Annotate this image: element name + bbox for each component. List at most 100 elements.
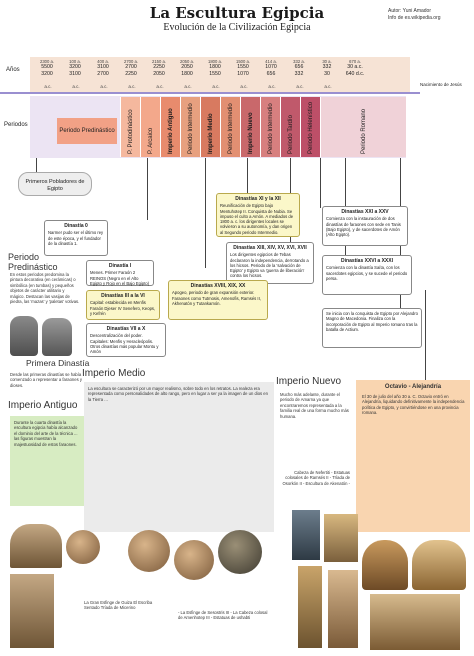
dinastia-21-25-box: Dinastías XXI a XXV Comienza con la inst… — [322, 206, 408, 246]
ac-label: a.c. — [72, 84, 80, 89]
year-top-label: 2050 a. — [180, 59, 194, 64]
alejandro-box: Se inicia con la conquista de Egipto por… — [322, 308, 422, 348]
amenhotep-image — [174, 540, 214, 580]
dinastia-13-17-title: Dinastías XIII, XIV, XV, XVI, XVII — [233, 245, 307, 251]
scribe-image — [66, 530, 100, 564]
ac-label: a.c. — [128, 84, 136, 89]
period-label: P. Protodinástico — [127, 109, 134, 154]
year-value: 2050 — [181, 64, 193, 71]
narmer-palette-image — [10, 316, 38, 356]
year-top-label: 414 a. — [265, 59, 277, 64]
year-value: 3100 — [69, 70, 81, 77]
period-column: Periodo Intermedio — [260, 97, 280, 157]
year-value: 30 — [324, 70, 330, 77]
alejandro-text: Se inicia con la conquista de Egipto por… — [326, 311, 418, 332]
period-column: Periodo Intermedio — [180, 97, 200, 157]
period-column: Imperio Nuevo — [240, 97, 260, 157]
period-label: Imperio Medio — [207, 113, 214, 154]
year-top-label: 400 a. — [97, 59, 109, 64]
dinastia-0-text: Narmer pudo ser el último rey de este ép… — [48, 230, 104, 246]
year-value: 640 d.c. — [345, 70, 365, 77]
dinastia-26-31-text: Comienza con la dinastía Saíta, con los … — [326, 265, 408, 281]
imperio-nuevo-text: Mucho más adelante, durante el periodo d… — [280, 392, 349, 419]
imperio-antiguo-text: Durante la cuarta dinastía la escultura … — [14, 420, 78, 447]
page-title: La Escultura Egipcia — [149, 4, 325, 22]
period-column: Periodo Helenístico — [300, 97, 320, 157]
giza-caption: La Gran Esfinge de Guiza El Escriba Sent… — [84, 600, 153, 611]
dinastia-7-10-title: Dinastías VII a X — [106, 326, 146, 332]
ac-label: a.c. — [268, 84, 276, 89]
sphinx-image — [10, 524, 62, 568]
primera-dinastia-text: Desde las primeras dinastías se había co… — [10, 372, 82, 388]
dinastia-3-6-text: Capital: establecida en Menfis Faraón Dj… — [90, 300, 156, 316]
connector-line — [36, 158, 37, 178]
dinastia-7-10-text: Descentralización del poder. Capitales: … — [90, 333, 159, 354]
period-column: Periodo Romano — [320, 97, 406, 157]
connector-line — [147, 158, 148, 220]
octavio-title: Octavio - Alejandría — [384, 384, 442, 390]
primeros-label: Primeros Pobladores de Egipto — [25, 179, 85, 192]
dinastia-26-31-box: Dinastías XXVI a XXXI Comienza con la di… — [322, 255, 412, 295]
dinastia-1-text: Menes. Primer Faraón 2 REINOS (Negro en … — [90, 270, 150, 286]
year-value: 3200 — [41, 70, 53, 77]
year-top-label: 100 a. — [69, 59, 81, 64]
year-value: 2250 — [153, 64, 165, 71]
period-label: Periodo Intermedio — [227, 103, 234, 154]
year-value: 656 — [266, 70, 276, 77]
connector-line — [425, 290, 426, 380]
dinastia-21-25-text: Comienza con la instauración de dos dina… — [326, 216, 401, 237]
dinastia-7-10-box: Dinastías VII a X Descentralización del … — [86, 323, 166, 357]
imperio-nuevo-heading: Imperio Nuevo — [276, 376, 342, 387]
year-value: 1550 — [237, 64, 249, 71]
ac-label: a.c. — [44, 84, 52, 89]
year-value: 1800 — [181, 70, 193, 77]
roman-head-image — [362, 540, 408, 590]
dinastia-26-31-title: Dinastías XXVI a XXXI — [341, 258, 393, 264]
year-value: 30 a.c. — [347, 64, 363, 71]
year-top-label: 670 a. — [349, 59, 361, 64]
dinastia-11-12-title: Dinastías XI y la XII — [235, 196, 281, 202]
ac-label: a.c. — [296, 84, 304, 89]
octavio-text: El 30 de julio del año 30 a. C. Octavio … — [362, 394, 465, 416]
dinastia-11-12-box: Dinastías XI y la XII Reunificación de E… — [216, 193, 300, 237]
imperio-antiguo-heading: Imperio Antiguo — [8, 400, 78, 411]
akhenaton-image — [324, 514, 358, 562]
ac-label: a.c. — [184, 84, 192, 89]
year-top-label: 1500 a. — [236, 59, 250, 64]
source-text: Info de es.wikipedia.org — [388, 14, 441, 21]
year-top-label: 2700 a. — [124, 59, 138, 64]
imperio-nuevo-caption: Cabeza de Nefertiti - Estatuas colosales… — [282, 470, 351, 486]
narmer-palette-image — [42, 318, 72, 356]
year-top-label: 332 a. — [293, 59, 305, 64]
predinastico-text: En estos periodos predomina la pintura d… — [10, 272, 80, 305]
imperio-antiguo-panel — [10, 416, 84, 506]
colossal-statue-image — [370, 594, 460, 650]
imperio-medio-panel — [84, 382, 274, 532]
primeros-pobladores-box: Primeros Pobladores de Egipto — [18, 172, 92, 196]
year-value: 3200 — [69, 64, 81, 71]
connector-line — [205, 158, 206, 268]
credit-block: Autor: Yuni Amador Info de es.wikipedia.… — [388, 8, 472, 22]
years-label: Años — [6, 67, 20, 73]
dinastia-11-12-text: Reunificación de Egipto bajo Mentuhotep … — [220, 203, 294, 235]
year-value: 2700 — [125, 64, 137, 71]
period-column: Imperio Medio — [200, 97, 220, 157]
period-label: Periodo Helenístico — [307, 101, 314, 154]
ac-label: a.c. — [100, 84, 108, 89]
ac-label: a.c. — [240, 84, 248, 89]
periods-label: Periodos — [4, 122, 28, 128]
year-value: 3100 — [97, 64, 109, 71]
year-top-label: 1800 a. — [208, 59, 222, 64]
dinastia-0-box: Dinastía 0 Narmer pudo ser el último rey… — [44, 220, 108, 256]
dinastia-18-20-text: Apogeo, periodo de gran expansión exteri… — [172, 290, 261, 306]
dinastia-1-title: Dinastía I — [108, 263, 132, 269]
dinastia-1-box: Dinastía I Menes. Primer Faraón 2 REINOS… — [86, 260, 154, 286]
year-value: 5500 — [41, 64, 53, 71]
ac-label: a.c. — [212, 84, 220, 89]
